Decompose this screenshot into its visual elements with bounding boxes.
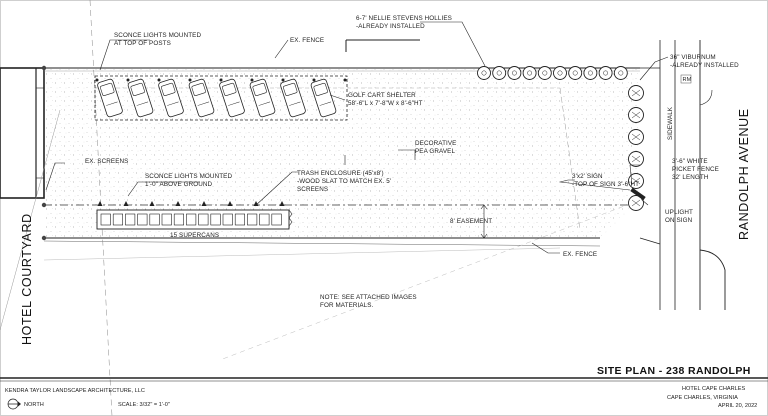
ground-sconce-icon bbox=[97, 201, 103, 206]
holly-icon bbox=[568, 66, 583, 80]
holly-icon bbox=[507, 66, 522, 80]
supercan bbox=[173, 213, 184, 226]
fence-post bbox=[41, 235, 47, 241]
sidewalk-label: SIDEWALK bbox=[667, 106, 674, 140]
project-location: CAPE CHARLES, VIRGINIA bbox=[667, 395, 738, 401]
supercan bbox=[186, 213, 197, 226]
pea-gravel-area bbox=[44, 68, 640, 238]
golf-cart-icon bbox=[97, 78, 123, 118]
ground-sconce-icon bbox=[279, 201, 285, 206]
supercan bbox=[137, 213, 148, 226]
sconce-light-icon bbox=[312, 78, 316, 82]
sconce-light-icon bbox=[126, 78, 130, 82]
ex-screens-label: EX. SCREENS bbox=[85, 158, 128, 165]
bottom-fence-label: EX. FENCE bbox=[563, 251, 597, 258]
supercan bbox=[198, 213, 209, 226]
uplight-label: UPLIGHT ON SIGN bbox=[665, 209, 695, 224]
supercan bbox=[149, 213, 160, 226]
fence-post bbox=[41, 202, 47, 208]
easement-label: 8' EASEMENT bbox=[450, 218, 492, 225]
golf-cart-icon bbox=[219, 78, 245, 118]
holly-icon bbox=[522, 66, 537, 80]
viburnum-icon bbox=[628, 195, 644, 211]
ground-sconce-icon bbox=[253, 201, 259, 206]
golf-cart-icon bbox=[188, 78, 215, 118]
holly-icon bbox=[553, 66, 567, 80]
sconce-posts-label: SCONCE LIGHTS MOUNTED AT TOP OF POSTS bbox=[114, 32, 203, 47]
firm-name: KENDRA TAYLOR LANDSCAPE ARCHITECTURE, LL… bbox=[5, 388, 145, 394]
sign-icon bbox=[630, 187, 646, 201]
ground-sconce-icon bbox=[149, 201, 155, 206]
gravel-label: DECORATIVE PEA GRAVEL bbox=[415, 140, 458, 155]
supercans-label: 15 SUPERCANS bbox=[170, 232, 219, 239]
holly-icon bbox=[537, 66, 552, 80]
sconce-light-icon bbox=[188, 78, 192, 82]
holly-row bbox=[477, 66, 628, 80]
sconce-light-icon bbox=[343, 78, 347, 82]
golf-cart-shelter bbox=[94, 75, 348, 121]
trash-enclosure-label: TRASH ENCLOSURE (45'x8') -WOOD SLAT TO M… bbox=[297, 170, 393, 193]
supercan bbox=[259, 213, 270, 226]
sconce-ground-label: SCONCE LIGHTS MOUNTED 1'-0" ABOVE GROUND bbox=[145, 173, 234, 188]
holly-icon bbox=[492, 66, 507, 80]
viburnum-icon bbox=[628, 129, 644, 145]
supercan bbox=[210, 213, 221, 226]
supercan bbox=[222, 213, 233, 226]
trash-enclosure bbox=[96, 201, 290, 230]
randolph-avenue-label: RANDOLPH AVENUE bbox=[737, 108, 751, 240]
viburnum-icon bbox=[628, 107, 644, 123]
ground-sconce-icon bbox=[175, 201, 181, 206]
supercan bbox=[112, 213, 123, 226]
ground-sconce-icon bbox=[123, 201, 129, 206]
supercan bbox=[247, 213, 258, 226]
ground-sconce-icon bbox=[201, 201, 207, 206]
scale-label: SCALE: 3/32" = 1'-0" bbox=[118, 402, 170, 408]
north-label: NORTH bbox=[24, 402, 44, 408]
project-name: HOTEL CAPE CHARLES bbox=[682, 386, 745, 392]
golf-cart-label: GOLF CART SHELTER 58'-6"L x 7'-8"W x 8'-… bbox=[348, 92, 423, 107]
north-arrow-icon bbox=[7, 398, 21, 410]
holly-icon bbox=[477, 66, 491, 80]
golf-cart-icon bbox=[249, 78, 276, 118]
hotel-courtyard-label: HOTEL COURTYARD bbox=[20, 213, 34, 345]
picket-fence-label: 3'-6" WHITE PICKET FENCE 32' LENGTH bbox=[672, 158, 721, 181]
callout-leaders bbox=[45, 21, 669, 254]
top-fence-label: EX. FENCE bbox=[290, 37, 324, 44]
randolph-avenue-road bbox=[639, 40, 726, 310]
materials-note: NOTE: SEE ATTACHED IMAGES FOR MATERIALS. bbox=[320, 294, 419, 309]
sconce-light-icon bbox=[219, 78, 223, 82]
supercan bbox=[125, 213, 136, 226]
holly-icon bbox=[598, 66, 613, 80]
golf-cart-icon bbox=[127, 78, 154, 118]
sheet-title: SITE PLAN - 238 RANDOLPH bbox=[597, 365, 751, 377]
sconce-light-icon bbox=[95, 78, 99, 82]
fence-post bbox=[41, 65, 47, 71]
sconce-light-icon bbox=[250, 78, 254, 82]
sconce-light-icon bbox=[281, 78, 285, 82]
hotel-building bbox=[0, 67, 45, 199]
viburnum-column bbox=[628, 85, 644, 211]
rm-label: RM bbox=[683, 77, 692, 83]
plan-date: APRIL 20, 2022 bbox=[718, 403, 757, 409]
hollies-label: 6-7' NELLIE STEVENS HOLLIES -ALREADY INS… bbox=[356, 15, 454, 30]
supercan bbox=[234, 213, 245, 226]
golf-cart-icon bbox=[158, 78, 184, 118]
viburnum-label: 36" VIBURNUM -ALREADY INSTALLED bbox=[670, 54, 739, 69]
sconce-light-icon bbox=[157, 78, 161, 82]
holly-icon bbox=[583, 66, 598, 80]
supercan bbox=[161, 213, 172, 226]
supercan bbox=[100, 213, 111, 226]
ground-sconce-icon bbox=[227, 201, 233, 206]
viburnum-icon bbox=[628, 151, 644, 167]
sign-label: 3'x2' SIGN -TOP OF SIGN 3'-6"HT bbox=[572, 173, 639, 188]
supercan bbox=[271, 213, 282, 226]
title-block: SITE PLAN - 238 RANDOLPH KENDRA TAYLOR L… bbox=[0, 365, 768, 410]
viburnum-icon bbox=[628, 85, 644, 101]
holly-icon bbox=[613, 66, 628, 80]
golf-cart-icon bbox=[280, 78, 306, 118]
